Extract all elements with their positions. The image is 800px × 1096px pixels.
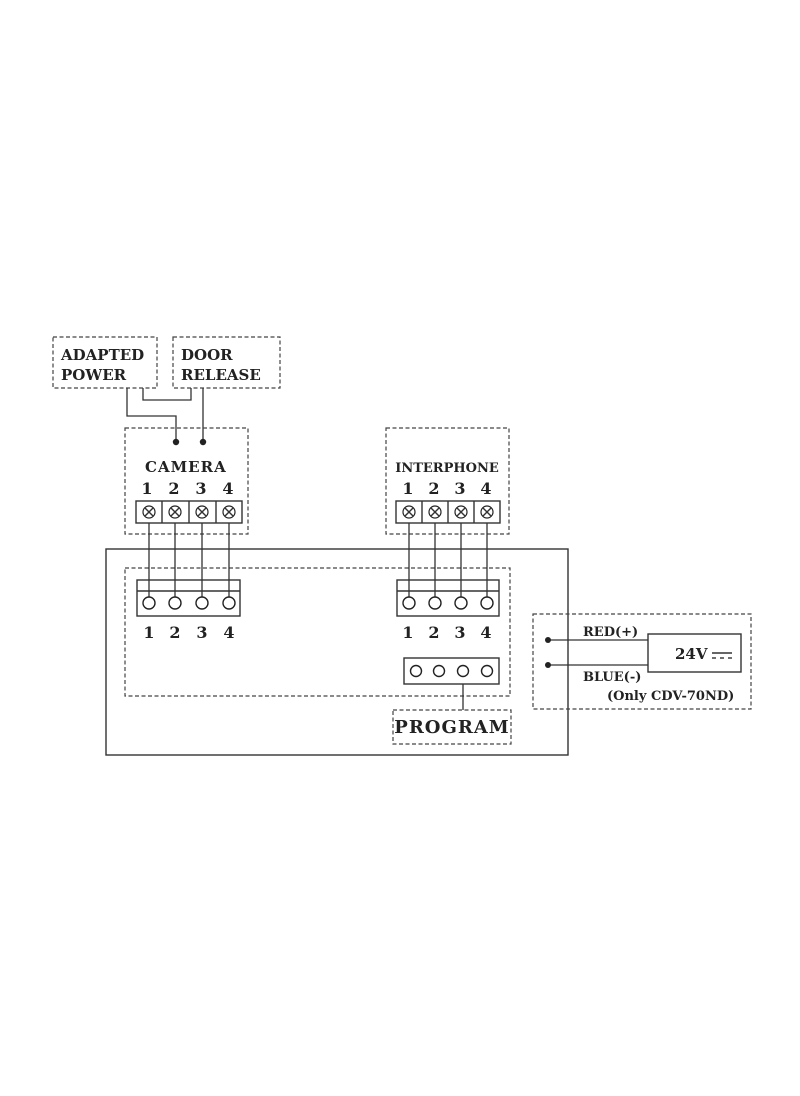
terminal-icon — [195, 596, 209, 610]
terminal-icon — [168, 596, 182, 610]
positive-terminal-dot — [545, 637, 551, 643]
camera-terminal-2-dot — [172, 438, 180, 446]
unit-interphone-number-3: 3 — [454, 623, 465, 642]
model-note: (Only CDV-70ND) — [607, 689, 734, 704]
screw-icon — [222, 505, 236, 519]
unit-interphone-number-2: 2 — [428, 623, 439, 642]
unit-interphone-number-1: 1 — [402, 623, 413, 642]
interphone-number-1: 1 — [402, 479, 413, 498]
camera-box: CAMERA 1 2 3 4 — [124, 427, 249, 535]
camera-terminal-3-dot — [199, 438, 207, 446]
voltage-label: 24V — [675, 645, 708, 663]
pin-icon — [409, 664, 423, 678]
unit-camera-number-1: 1 — [143, 623, 154, 642]
terminal-icon — [454, 596, 468, 610]
interphone-connection-wires — [408, 523, 488, 602]
power-supply-box: RED(+) BLUE(-) (Only CDV-70ND) 24V — [532, 613, 752, 710]
screw-icon — [480, 505, 494, 519]
camera-number-4: 4 — [222, 479, 233, 498]
program-box: PROGRAM — [392, 709, 512, 745]
positive-wire-label: RED(+) — [583, 625, 638, 640]
unit-camera-number-3: 3 — [196, 623, 207, 642]
terminal-icon — [428, 596, 442, 610]
camera-label: CAMERA — [145, 458, 227, 476]
interphone-screw-terminals — [395, 500, 501, 524]
unit-camera-number-4: 4 — [223, 623, 234, 642]
screw-icon — [454, 505, 468, 519]
pin-icon — [432, 664, 446, 678]
screw-icon — [402, 505, 416, 519]
camera-number-2: 2 — [168, 479, 179, 498]
unit-camera-terminal-block: 1 2 3 4 — [136, 579, 241, 642]
screw-icon — [168, 505, 182, 519]
door-release-label-1: DOOR — [181, 346, 233, 364]
terminal-icon — [480, 596, 494, 610]
screw-icon — [195, 505, 209, 519]
door-release-box: DOOR RELEASE — [172, 336, 281, 389]
dc-symbol-icon — [712, 652, 732, 659]
camera-terminal-numbers: 1 2 3 4 — [141, 479, 233, 498]
terminal-icon — [222, 596, 236, 610]
camera-screw-terminals — [135, 500, 243, 524]
camera-number-1: 1 — [141, 479, 152, 498]
interphone-label: INTERPHONE — [395, 461, 499, 476]
main-unit — [105, 548, 569, 756]
screw-icon — [428, 505, 442, 519]
interphone-number-3: 3 — [454, 479, 465, 498]
interphone-number-2: 2 — [428, 479, 439, 498]
screw-icon — [142, 505, 156, 519]
door-release-label-2: RELEASE — [181, 366, 261, 384]
negative-terminal-dot — [545, 662, 551, 668]
adapted-power-box: ADAPTED POWER — [52, 336, 158, 389]
pin-icon — [456, 664, 470, 678]
unit-camera-number-2: 2 — [169, 623, 180, 642]
interphone-terminal-numbers: 1 2 3 4 — [402, 479, 491, 498]
negative-wire-label: BLUE(-) — [583, 670, 641, 685]
interphone-number-4: 4 — [480, 479, 491, 498]
unit-interphone-terminal-block: 1 2 3 4 — [396, 579, 500, 642]
adapted-power-label-2: POWER — [61, 366, 127, 384]
terminal-icon — [142, 596, 156, 610]
program-label: PROGRAM — [394, 717, 509, 738]
camera-connection-wires — [148, 523, 230, 602]
interphone-box: INTERPHONE 1 2 3 4 — [385, 427, 510, 535]
program-connector — [403, 657, 500, 710]
adapted-power-label-1: ADAPTED — [60, 346, 144, 364]
unit-interphone-number-4: 4 — [480, 623, 491, 642]
pin-icon — [480, 664, 494, 678]
camera-number-3: 3 — [195, 479, 206, 498]
terminal-icon — [402, 596, 416, 610]
camera-supply-wires — [126, 388, 207, 446]
